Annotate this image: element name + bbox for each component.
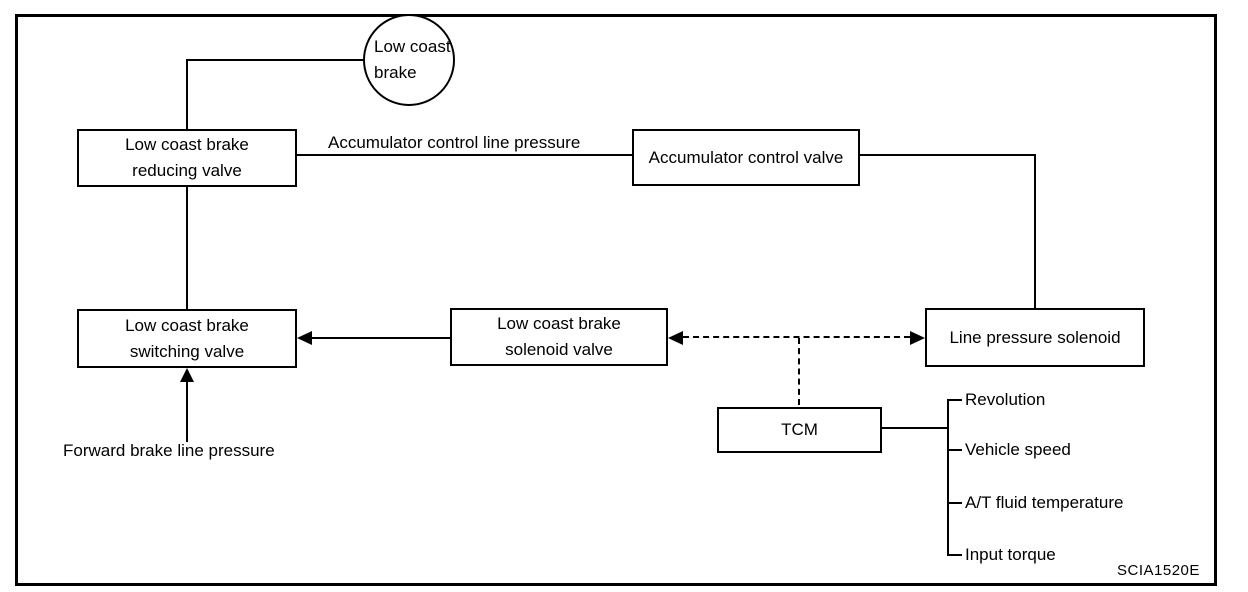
label-forward-brake-line-pressure: Forward brake line pressure bbox=[63, 441, 275, 460]
tick-at-fluid-temperature bbox=[947, 502, 962, 504]
tcm-input-bracket bbox=[947, 399, 949, 556]
node-low-coast-brake-reducing-valve: Low coast brake reducing valve bbox=[77, 129, 297, 187]
connector-solenoid-to-switching bbox=[311, 337, 450, 339]
label-tcm-input-input-torque: Input torque bbox=[965, 545, 1056, 564]
connector-forward-brake bbox=[186, 381, 188, 442]
node-low-coast-brake-switching-valve: Low coast brake switching valve bbox=[77, 309, 297, 368]
tick-input-torque bbox=[947, 554, 962, 556]
label-accumulator-control-line-pressure: Accumulator control line pressure bbox=[328, 133, 581, 152]
connector-down-to-line-pressure-solenoid bbox=[1034, 154, 1036, 308]
node-low-coast-brake-solenoid-valve: Low coast brake solenoid valve bbox=[450, 308, 668, 366]
label-tcm-input-at-fluid-temperature: A/T fluid temperature bbox=[965, 493, 1124, 512]
connector-circle-vertical bbox=[186, 59, 188, 129]
arrowhead-into-solenoid-valve bbox=[668, 331, 683, 345]
connector-reducing-to-accumulator bbox=[297, 154, 632, 156]
diagram-border bbox=[15, 14, 1217, 586]
arrowhead-into-line-pressure-solenoid bbox=[910, 331, 925, 345]
arrowhead-into-switching-valve bbox=[297, 331, 312, 345]
connector-circle-horizontal bbox=[187, 59, 363, 61]
connector-reducing-to-switching bbox=[186, 187, 188, 309]
label-tcm-input-vehicle-speed: Vehicle speed bbox=[965, 440, 1071, 459]
node-tcm: TCM bbox=[717, 407, 882, 453]
node-accumulator-control-valve: Accumulator control valve bbox=[632, 129, 860, 186]
node-line-pressure-solenoid: Line pressure solenoid bbox=[925, 308, 1145, 367]
arrowhead-into-switching-valve-bottom bbox=[180, 368, 194, 382]
connector-accumulator-right bbox=[860, 154, 1036, 156]
label-tcm-input-revolution: Revolution bbox=[965, 390, 1046, 409]
tick-vehicle-speed bbox=[947, 449, 962, 451]
node-low-coast-brake: Low coast brake bbox=[363, 14, 455, 106]
tick-revolution bbox=[947, 399, 962, 401]
connector-dashed-to-tcm bbox=[798, 338, 800, 405]
connector-dashed-solenoids bbox=[683, 336, 910, 338]
connector-tcm-to-bracket bbox=[882, 427, 948, 429]
figure-code: SCIA1520E bbox=[1117, 562, 1200, 579]
